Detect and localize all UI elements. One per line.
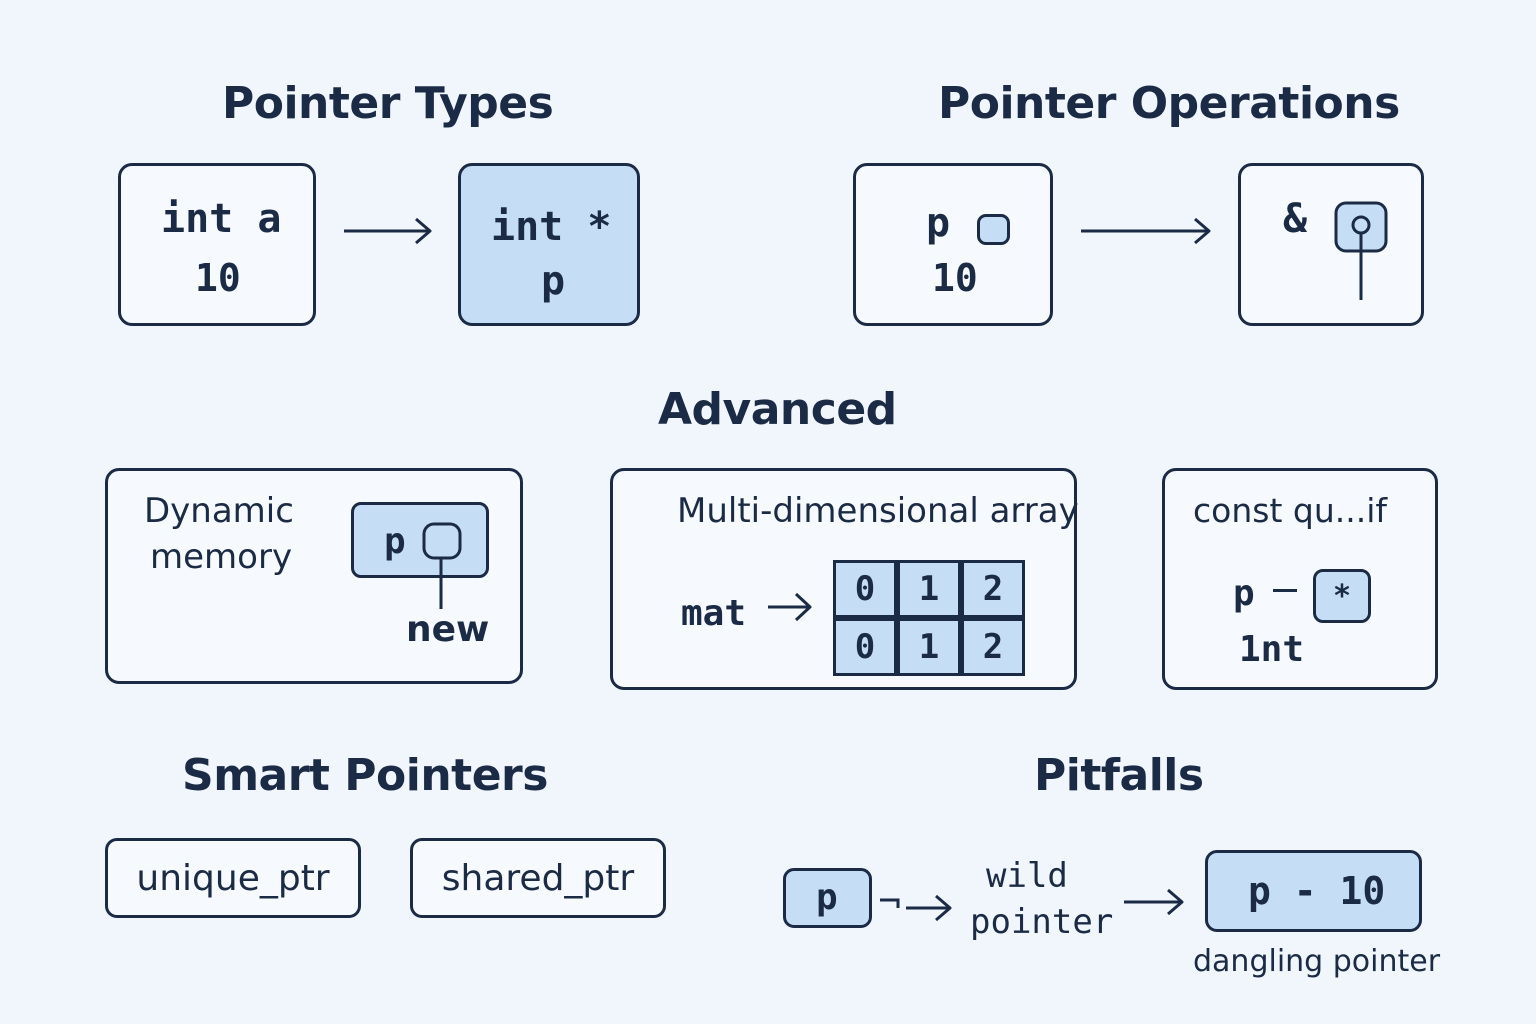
new-label: new <box>406 609 490 650</box>
matrix-cell-1-1: 1 <box>897 618 961 676</box>
matrix-cell-0-1: 1 <box>897 560 961 618</box>
heap-pointer-block: p <box>351 502 489 578</box>
address-pin-icon <box>1334 201 1388 300</box>
int-pointer-decl: int * <box>491 204 612 250</box>
dangling-pointer-box: p - 10 <box>1205 850 1422 932</box>
pointer-operations-title: Pointer Operations <box>938 78 1400 129</box>
multi-dim-array-label: Multi-dimensional array <box>677 491 1079 531</box>
wild-pointer-label-2: pointer <box>970 902 1114 942</box>
dynamic-memory-box: Dynamic memory p new <box>105 468 523 684</box>
smart-pointers-title: Smart Pointers <box>182 750 548 801</box>
matrix-cell-0-2: 2 <box>961 560 1025 618</box>
const-qualifier-label: const qu...if <box>1193 491 1387 530</box>
heap-pin-icon <box>422 522 462 609</box>
heap-pointer-name: p <box>384 521 406 562</box>
mat-label: mat <box>681 593 747 634</box>
int-pointer-box: int * p <box>458 163 640 326</box>
dynamic-memory-label-2: memory <box>150 537 293 577</box>
int-variable-box: int a 10 <box>118 163 316 326</box>
dynamic-memory-label-1: Dynamic <box>144 491 294 531</box>
address-of-box: & <box>1238 163 1424 326</box>
wild-pointer-label-1: wild <box>986 856 1068 896</box>
const-pointer-name: p <box>1233 573 1255 614</box>
unique-ptr-box: unique_ptr <box>105 838 361 918</box>
dangling-pointer-label: dangling pointer <box>1193 944 1441 979</box>
matrix-grid: 0 1 2 0 1 2 <box>833 560 1031 682</box>
matrix-cell-1-0: 0 <box>833 618 897 676</box>
dangling-pointer-value: p - 10 <box>1248 869 1386 913</box>
const-dash <box>1273 589 1297 592</box>
int-variable-value: 10 <box>195 256 241 300</box>
pitfalls-title: Pitfalls <box>1034 750 1204 801</box>
const-star-icon: * <box>1332 578 1352 614</box>
pitfall-pointer-name: p <box>816 877 838 918</box>
multi-dim-array-box: Multi-dimensional array mat 0 1 2 0 1 2 <box>610 468 1079 690</box>
const-qualifier-box: const qu...if p * 1nt <box>1162 468 1438 690</box>
const-star-block: * <box>1313 569 1371 623</box>
pointer-value-box: p 10 <box>853 163 1053 326</box>
int-pointer-name: p <box>541 258 566 304</box>
shared-ptr-box: shared_ptr <box>410 838 666 918</box>
wild-arrow-icon <box>880 894 952 922</box>
int-variable-decl: int a <box>161 196 282 242</box>
matrix-cell-0-0: 0 <box>833 560 897 618</box>
dangling-arrow-icon <box>1124 888 1184 916</box>
const-type-label: 1nt <box>1239 629 1305 670</box>
pitfall-pointer-box: p <box>783 868 872 928</box>
advanced-title: Advanced <box>658 384 897 435</box>
memory-cell-icon <box>977 214 1010 245</box>
matrix-cell-1-2: 2 <box>961 618 1025 676</box>
pointer-value-name: p <box>926 200 951 246</box>
types-arrow-icon <box>344 217 432 245</box>
pointer-value-number: 10 <box>932 256 978 300</box>
operations-arrow-icon <box>1081 217 1211 245</box>
address-of-operator: & <box>1283 196 1308 242</box>
pointer-types-title: Pointer Types <box>222 78 554 129</box>
mat-arrow-icon <box>768 592 812 622</box>
